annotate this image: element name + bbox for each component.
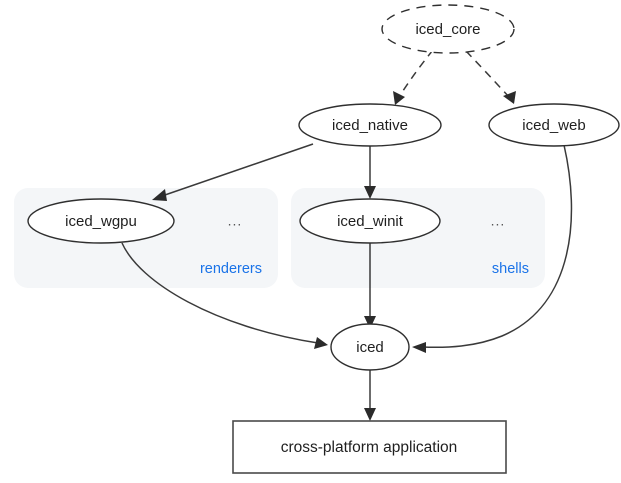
node-cross-platform-application[interactable]: cross-platform application [232,420,507,474]
iced-core-ellipse[interactable] [381,4,515,54]
application-box[interactable] [232,420,507,474]
edge-iced-to-application [364,370,376,421]
node-iced-core[interactable]: iced_core [381,4,515,54]
node-iced-wgpu[interactable]: iced_wgpu [27,198,175,244]
iced-web-label: iced_web [522,117,585,134]
edge-iced-native-to-iced-wgpu [152,143,314,201]
edge-iced-web-to-iced [412,144,573,353]
edge-iced-native-to-iced-winit [364,145,376,199]
iced-winit-ellipse[interactable] [299,198,441,244]
edge-iced-wgpu-to-iced [121,242,328,349]
renderers-ellipsis: ... [228,213,243,229]
application-label: cross-platform application [281,439,458,456]
node-iced-web[interactable]: iced_web [488,103,620,147]
edge-iced-winit-to-iced [364,243,376,329]
edge-iced-core-to-iced-native [393,49,434,105]
iced-wgpu-ellipse[interactable] [27,198,175,244]
cluster-label-renderers: renderers [200,261,262,277]
iced-wgpu-label: iced_wgpu [65,213,137,230]
iced-winit-label: iced_winit [337,213,404,230]
iced-web-ellipse[interactable] [488,103,620,147]
cluster-label-shells: shells [492,261,529,277]
shells-ellipsis: ... [491,213,506,229]
node-iced[interactable]: iced [330,323,410,371]
node-iced-native[interactable]: iced_native [298,103,442,147]
iced-label: iced [356,339,384,356]
iced-native-label: iced_native [332,117,408,134]
iced-ellipse[interactable] [330,323,410,371]
edge-iced-core-to-iced-web [465,50,516,104]
node-iced-winit[interactable]: iced_winit [299,198,441,244]
iced-native-ellipse[interactable] [298,103,442,147]
iced-core-label: iced_core [415,21,480,38]
